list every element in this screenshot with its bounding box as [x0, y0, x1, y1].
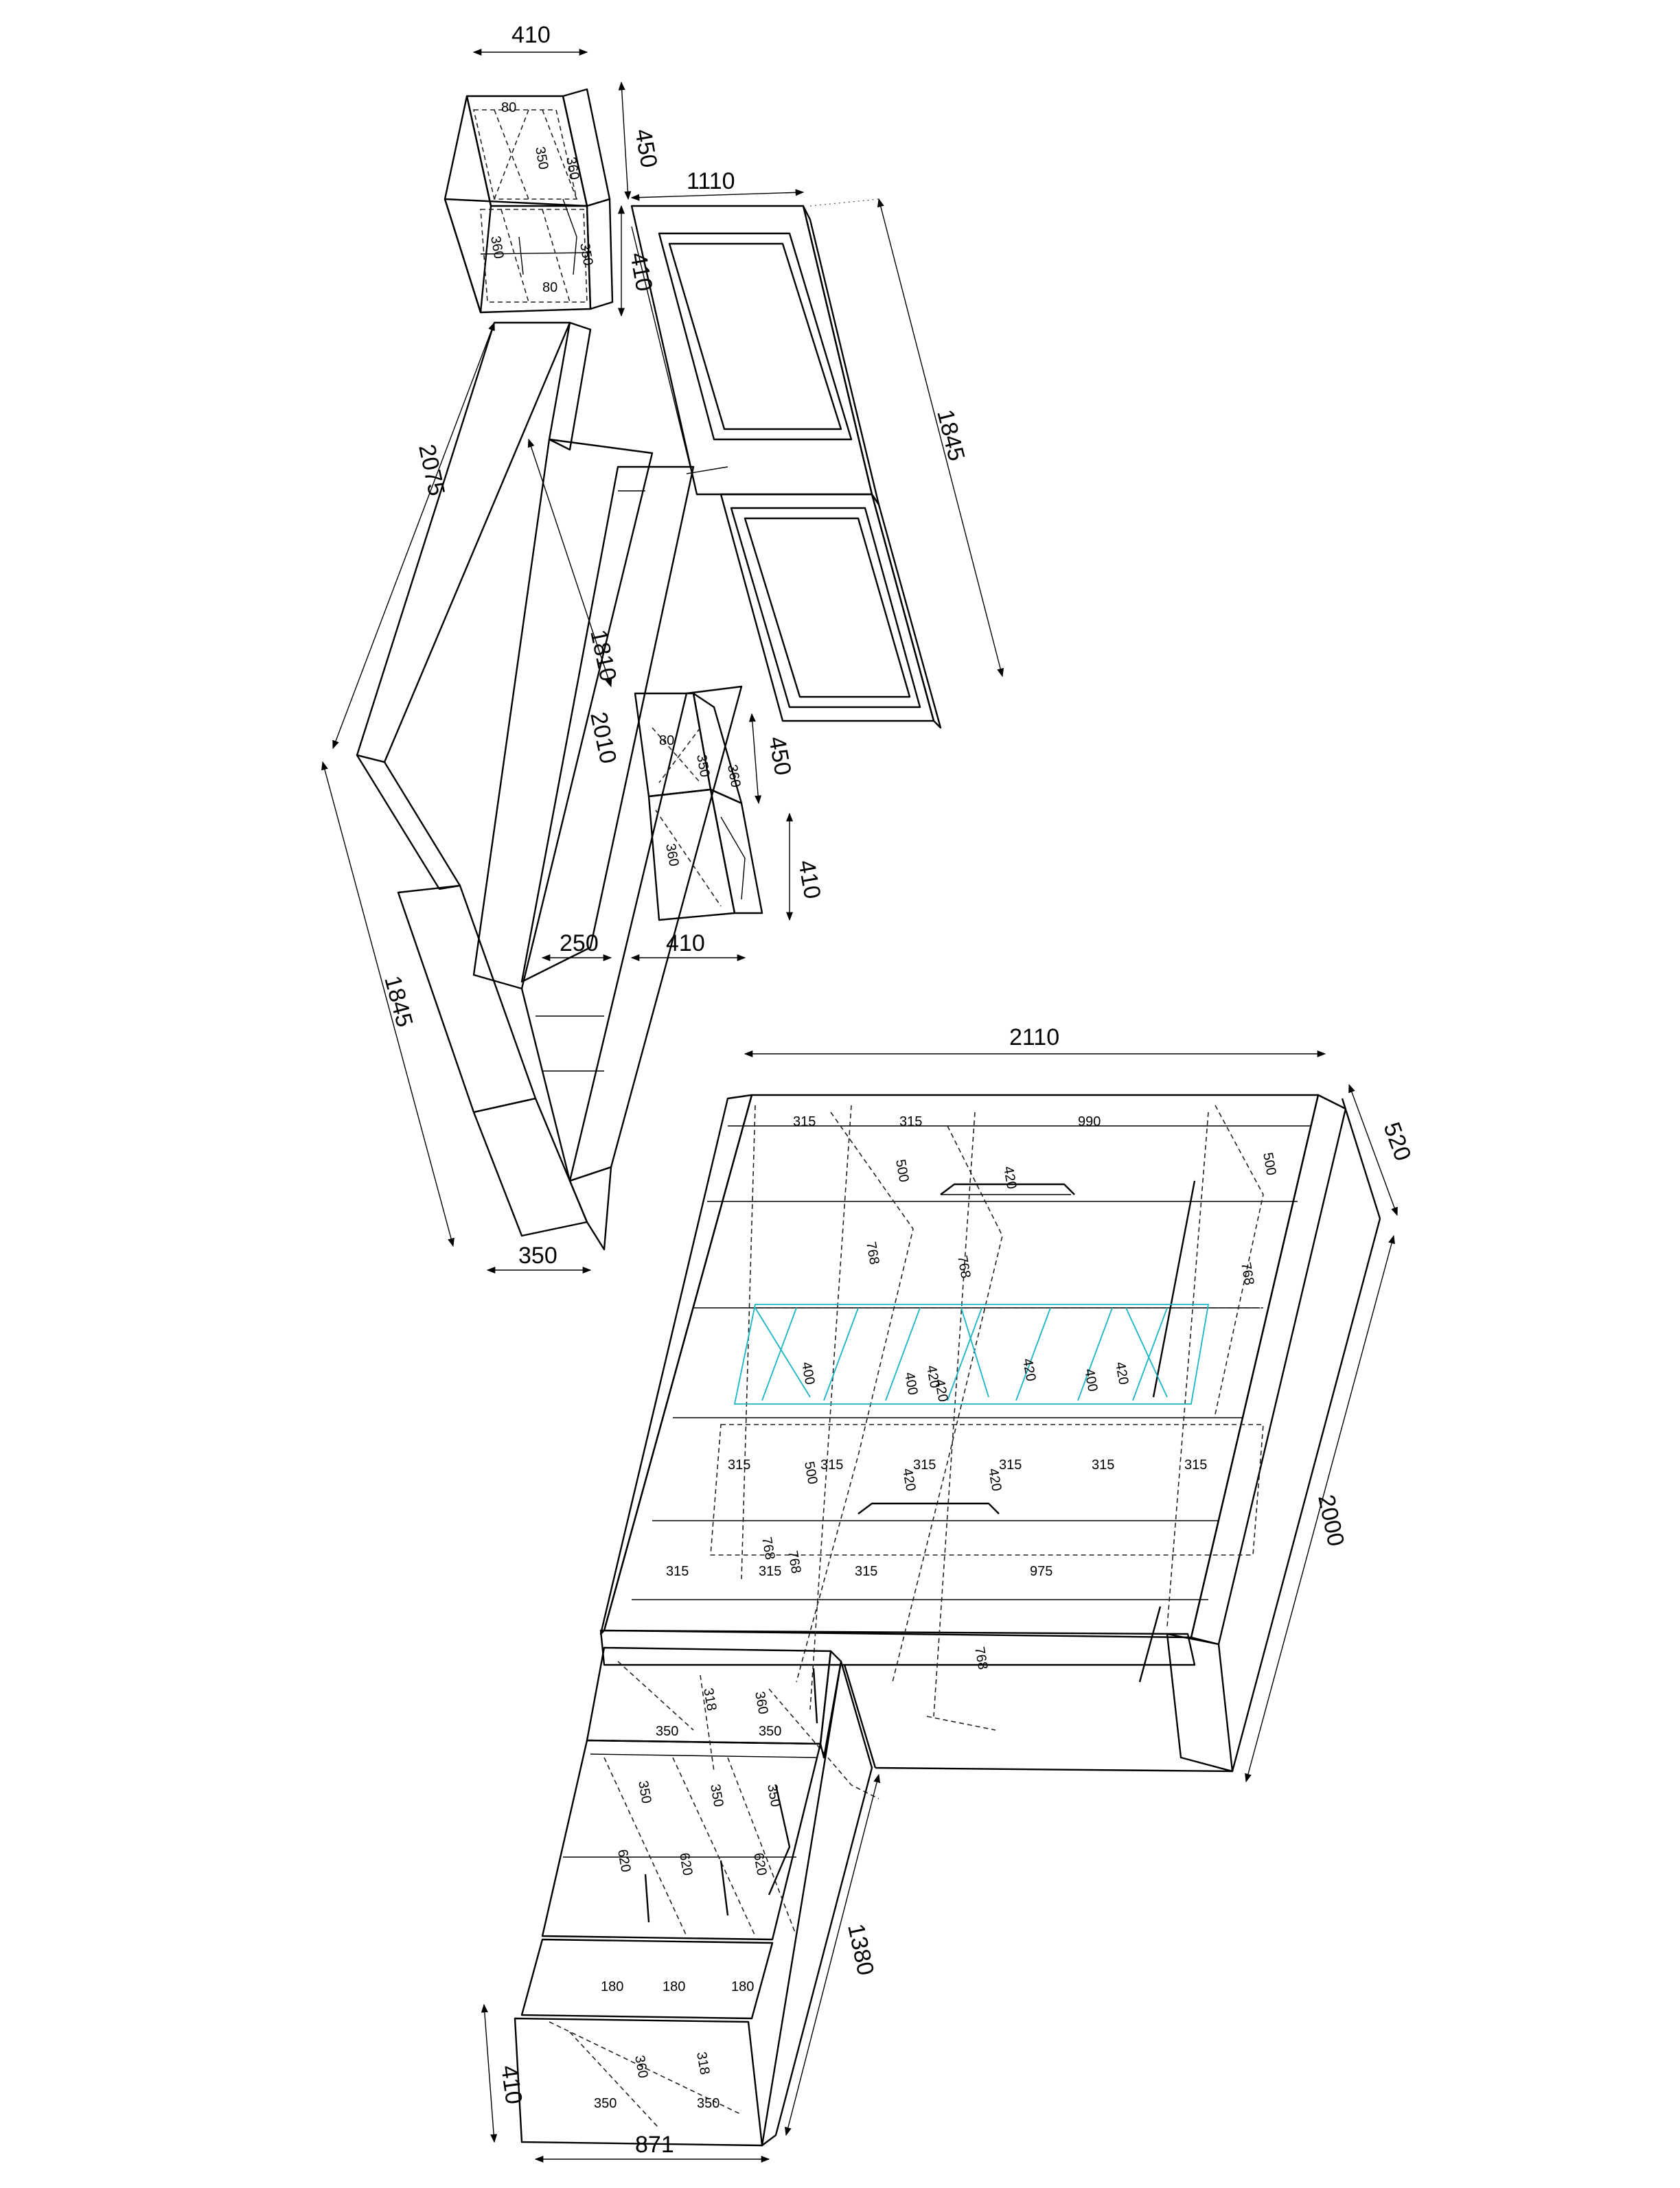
dim-depth: 520: [1378, 1119, 1416, 1164]
ch-c: 768: [1238, 1261, 1256, 1287]
label-drawer-bottom: 80: [542, 280, 557, 295]
label-drawer-360b: 360: [487, 235, 506, 260]
label-mid-350: 350: [693, 753, 712, 779]
s318: 318: [700, 1687, 719, 1712]
b350b: 350: [697, 2096, 720, 2111]
r4-d: 975: [1030, 1564, 1052, 1579]
b350a: 350: [594, 2096, 617, 2111]
dim-side-width: 871: [635, 2132, 674, 2158]
dim-right-height: 410: [793, 858, 825, 901]
dim-base-width: 350: [518, 1243, 557, 1269]
s350d: 350: [707, 1783, 726, 1808]
upper-top-cabinet: [444, 88, 614, 314]
desk-body: [356, 321, 743, 1251]
dim-side-length: 1380: [842, 1922, 879, 1978]
label-drawer-top: 80: [501, 100, 516, 115]
g-5: 420: [1112, 1361, 1131, 1386]
r3-e: 315: [1092, 1458, 1114, 1473]
r1-b: 315: [899, 1114, 922, 1129]
r1-c: 990: [1078, 1114, 1101, 1129]
s180a: 180: [601, 1979, 623, 1994]
dim-hutch-height: 1845: [932, 407, 969, 464]
dim-desk-1810: 1810: [585, 627, 621, 684]
s350b: 350: [759, 1724, 781, 1739]
label-drawer-360a: 360: [563, 156, 582, 181]
upper-unit: 80 350 360 360 350 80 410 450 410 1110 1…: [321, 22, 1004, 1274]
s350c: 350: [635, 1780, 654, 1805]
dim-shelf-width: 250: [560, 930, 599, 956]
ch-b: 768: [954, 1254, 973, 1280]
label-drawer-350a: 350: [532, 146, 551, 171]
ch-a: 768: [863, 1241, 882, 1266]
dim-total-width: 2110: [1009, 1024, 1059, 1050]
wardrobe: [599, 1094, 1381, 1799]
label-mid-360a: 360: [724, 763, 743, 789]
label-drawer-350b: 350: [577, 242, 595, 267]
b318: 318: [693, 2051, 712, 2076]
r1-a: 315: [793, 1114, 816, 1129]
g-7: 420: [923, 1364, 942, 1390]
r1h-a: 500: [893, 1158, 911, 1184]
dim-right-depth: 450: [763, 735, 796, 777]
r3h-b: 420: [899, 1467, 918, 1493]
dim-desk-2010: 2010: [585, 710, 621, 766]
dim-long-length: 2075: [413, 442, 450, 498]
label-mid-80: 80: [659, 733, 674, 748]
r3-d: 315: [999, 1458, 1022, 1473]
dim-side-depth: 410: [496, 2064, 527, 2106]
s350a: 350: [656, 1724, 678, 1739]
g-4: 420: [1020, 1357, 1038, 1383]
r3-c: 315: [913, 1458, 936, 1473]
lower-unit: 2110 520 2000 315 315 990 500 420 500 76…: [481, 1024, 1416, 2163]
s620c: 620: [750, 1852, 769, 1877]
dim-height: 2000: [1313, 1493, 1349, 1549]
r4h-c: 768: [971, 1646, 990, 1671]
label-mid-360b: 360: [663, 842, 681, 868]
dim-hutch-small: 410: [625, 251, 657, 293]
upper-right-cabinet: [634, 692, 763, 921]
s620a: 620: [614, 1848, 633, 1874]
r3h-a: 500: [801, 1460, 820, 1486]
r3-a: 315: [728, 1458, 750, 1473]
dim-top-depth: 450: [630, 127, 662, 170]
s350e: 350: [764, 1783, 783, 1808]
dim-cabinet-width: 410: [666, 930, 705, 956]
s620b: 620: [676, 1852, 695, 1877]
r4-c: 315: [855, 1564, 877, 1579]
s180b: 180: [663, 1979, 685, 1994]
r4-a: 315: [666, 1564, 689, 1579]
side-cabinet: [514, 1646, 873, 2147]
r1h-c: 500: [1260, 1151, 1278, 1177]
dim-hutch-width: 1110: [687, 168, 735, 194]
b360: 360: [632, 2054, 650, 2080]
glass-shelf: [733, 1304, 1210, 1405]
dim-top-width: 410: [511, 22, 551, 48]
r1h-b: 420: [1000, 1165, 1019, 1190]
s180c: 180: [731, 1979, 754, 1994]
r4h-b: 768: [785, 1550, 803, 1575]
s360: 360: [752, 1690, 770, 1716]
r3h-c: 420: [985, 1467, 1004, 1493]
g-3: 400: [901, 1371, 920, 1396]
dim-side-1845: 1845: [379, 973, 417, 1030]
r3-f: 315: [1184, 1458, 1207, 1473]
r4h-a: 768: [759, 1536, 777, 1561]
r4-b: 315: [759, 1564, 781, 1579]
g-6: 400: [1081, 1368, 1100, 1393]
r3-b: 315: [820, 1458, 843, 1473]
